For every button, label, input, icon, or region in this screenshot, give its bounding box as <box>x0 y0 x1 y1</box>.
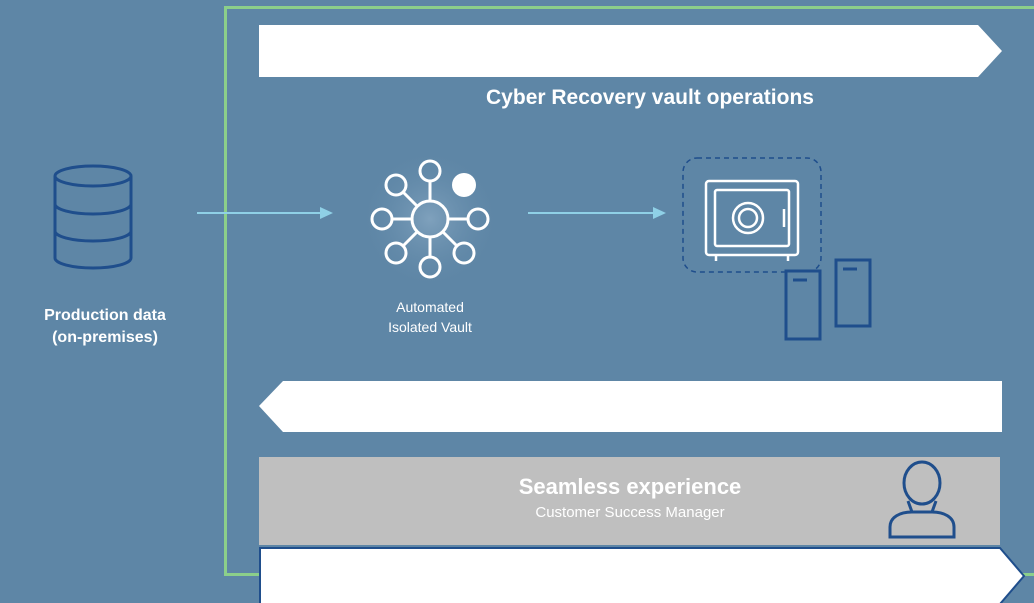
server-storage-icon <box>784 258 872 341</box>
automation-label-line2: Isolated Vault <box>388 319 472 335</box>
automation-label-line1: Automated <box>396 299 464 315</box>
customer-success-manager-label: Customer Success Manager <box>535 504 725 521</box>
seamless-experience-title: Seamless experience <box>518 474 742 499</box>
seamless-experience-bar <box>259 457 1000 545</box>
safe-icon <box>682 157 822 273</box>
database-icon <box>53 164 133 270</box>
diagram-title: Cyber Recovery vault operations <box>486 86 814 109</box>
production-label-line2: (on-premises) <box>52 329 158 346</box>
network-hub-icon <box>358 147 502 291</box>
production-data-label: Production data (on-premises) <box>20 305 190 349</box>
automated-isolated-vault-label: Automated Isolated Vault <box>355 297 505 337</box>
production-label-line1: Production data <box>44 307 166 324</box>
person-icon <box>888 460 956 539</box>
